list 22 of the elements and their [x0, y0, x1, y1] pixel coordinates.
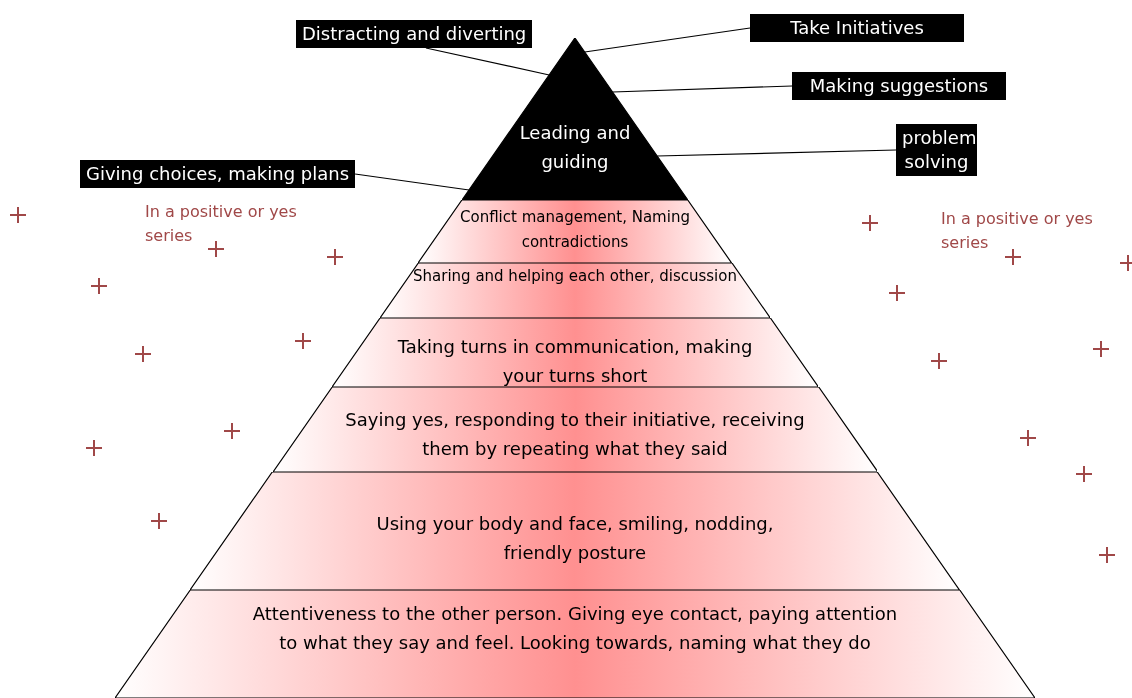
label-tag: Distracting and diverting [296, 20, 533, 48]
level-text: Taking turns in communication, making your turns short [396, 335, 754, 388]
level-text: Attentiveness to the other person. Giving eye contact, paying attention to what they say and feel. Looking towards, naming what they do [251, 602, 899, 655]
label-tag: Making suggestions [792, 72, 1006, 100]
label-tag: Giving choices, making plans [80, 160, 356, 188]
apex-text: Leading and guiding [518, 121, 632, 174]
pyramid-level [190, 472, 960, 590]
leader-line [656, 149, 897, 157]
note-text: In a positive or yes series [941, 208, 1094, 254]
label-tag: problem solving [896, 124, 977, 176]
level-text: Sharing and helping each other, discussion [412, 266, 738, 287]
label-tag: Take Initiatives [750, 14, 964, 42]
pyramid-level [331, 318, 819, 387]
pyramid-level [272, 387, 878, 472]
level-text: Saying yes, responding to their initiative, receiving them by repeating what they said [345, 408, 805, 461]
pyramid-level [418, 200, 732, 263]
level-text: Conflict management, Naming contradictions [459, 207, 691, 253]
level-text: Using your body and face, smiling, nodding, friendly posture [375, 512, 775, 565]
pyramid-level [379, 263, 771, 318]
pyramid-level [114, 590, 1035, 698]
note-text: In a positive or yes series [145, 201, 298, 247]
leader-line [425, 47, 550, 76]
